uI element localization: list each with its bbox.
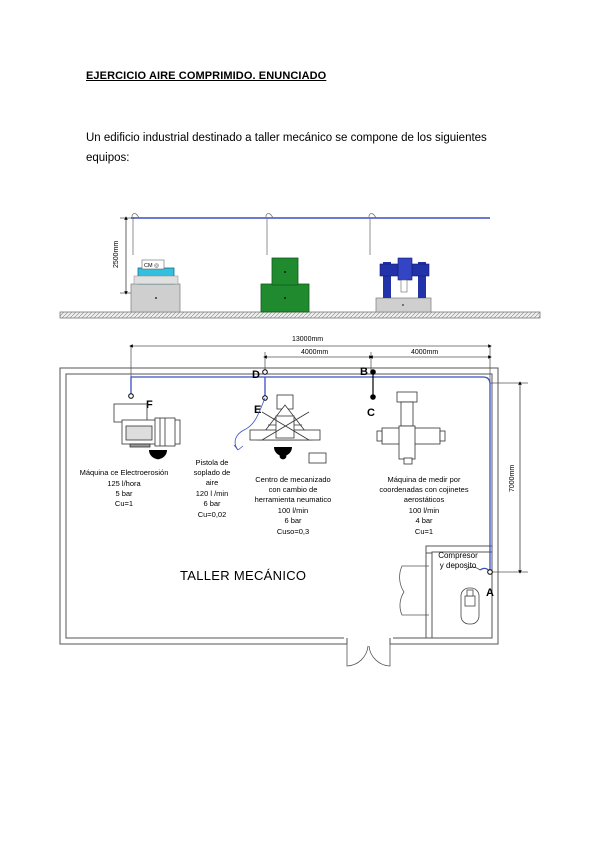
dim-total: 13000mm [292, 336, 323, 343]
point-d: D [252, 369, 260, 381]
svg-text:4 bar: 4 bar [415, 516, 433, 525]
label-compressor: Compresor y deposito [438, 551, 478, 570]
svg-text:5 bar: 5 bar [115, 489, 133, 498]
point-f: F [146, 399, 153, 411]
svg-text:con cambio de: con cambio de [269, 485, 318, 494]
elevation-measuring-machine [375, 257, 432, 313]
svg-text:Máquina de medir por: Máquina de medir por [388, 475, 461, 484]
elevation-machining-centre [260, 257, 310, 313]
label-measuring-machine: Máquina de medir por coordenadas con coj… [379, 475, 468, 536]
svg-text:Centro de mecanizado: Centro de mecanizado [255, 475, 330, 484]
elevation-electroerosion-machine: CM ◎ [130, 259, 181, 313]
svg-text:soplado de: soplado de [194, 468, 231, 477]
svg-text:Compresor: Compresor [438, 551, 478, 560]
entrance-door [346, 644, 391, 667]
label-machining-centre: Centro de mecanizado con cambio de herra… [255, 475, 332, 536]
intro-paragraph: Un edificio industrial destinado a talle… [86, 132, 487, 164]
elevation-view: 2500mm CM ◎ [59, 213, 541, 319]
svg-text:coordenadas con cojinetes: coordenadas con cojinetes [379, 485, 468, 494]
compressor-room-door [399, 565, 429, 616]
svg-text:6 bar: 6 bar [203, 499, 221, 508]
svg-text:herramienta neumatico: herramienta neumatico [255, 495, 332, 504]
svg-text:Cu=0,02: Cu=0,02 [198, 510, 227, 519]
svg-text:aerostáticos: aerostáticos [404, 495, 445, 504]
elevation-screen-label: CM ◎ [144, 263, 159, 269]
svg-text:Cuso=0,3: Cuso=0,3 [277, 527, 309, 536]
plan-measuring-machine [376, 391, 446, 465]
room-label: TALLER MECÁNICO [180, 568, 306, 583]
page-title: EJERCICIO AIRE COMPRIMIDO. ENUNCIADO [86, 70, 327, 82]
point-e: E [254, 404, 261, 416]
plan-dimensions: 13000mm 4000mm 4000mm 7000mm [129, 336, 528, 574]
label-electroerosion: Máquina ce Electroerosión 125 l/hora 5 b… [80, 468, 169, 508]
svg-text:Pistola de: Pistola de [196, 458, 229, 467]
svg-text:120 l /min: 120 l /min [196, 489, 229, 498]
plan-walls [59, 367, 499, 645]
plan-electroerosion-machine [113, 403, 181, 460]
label-air-gun: Pistola de soplado de aire 120 l /min 6 … [194, 458, 231, 519]
plan-machining-centre [249, 394, 327, 464]
svg-text:125 l/hora: 125 l/hora [107, 479, 141, 488]
pipe-nodes [128, 369, 493, 575]
point-a: A [486, 587, 494, 599]
svg-text:Cu=1: Cu=1 [115, 499, 133, 508]
elevation-height-dim: 2500mm [113, 241, 120, 268]
point-b: B [360, 366, 368, 378]
svg-text:aire: aire [206, 478, 219, 487]
dim-height: 7000mm [509, 465, 516, 492]
svg-text:100 l/min: 100 l/min [278, 506, 308, 515]
point-c: C [367, 407, 375, 419]
dim-right: 4000mm [411, 349, 438, 356]
compressor-tank [460, 566, 481, 625]
floor-slab [59, 311, 541, 319]
svg-text:Máquina ce Electroerosión: Máquina ce Electroerosión [80, 468, 169, 477]
svg-text:100 l/min: 100 l/min [409, 506, 439, 515]
svg-text:6 bar: 6 bar [284, 516, 302, 525]
dim-left: 4000mm [301, 349, 328, 356]
svg-text:y deposito: y deposito [440, 561, 477, 570]
plan-air-gun-hose [233, 397, 266, 451]
svg-text:Cu=1: Cu=1 [415, 527, 433, 536]
